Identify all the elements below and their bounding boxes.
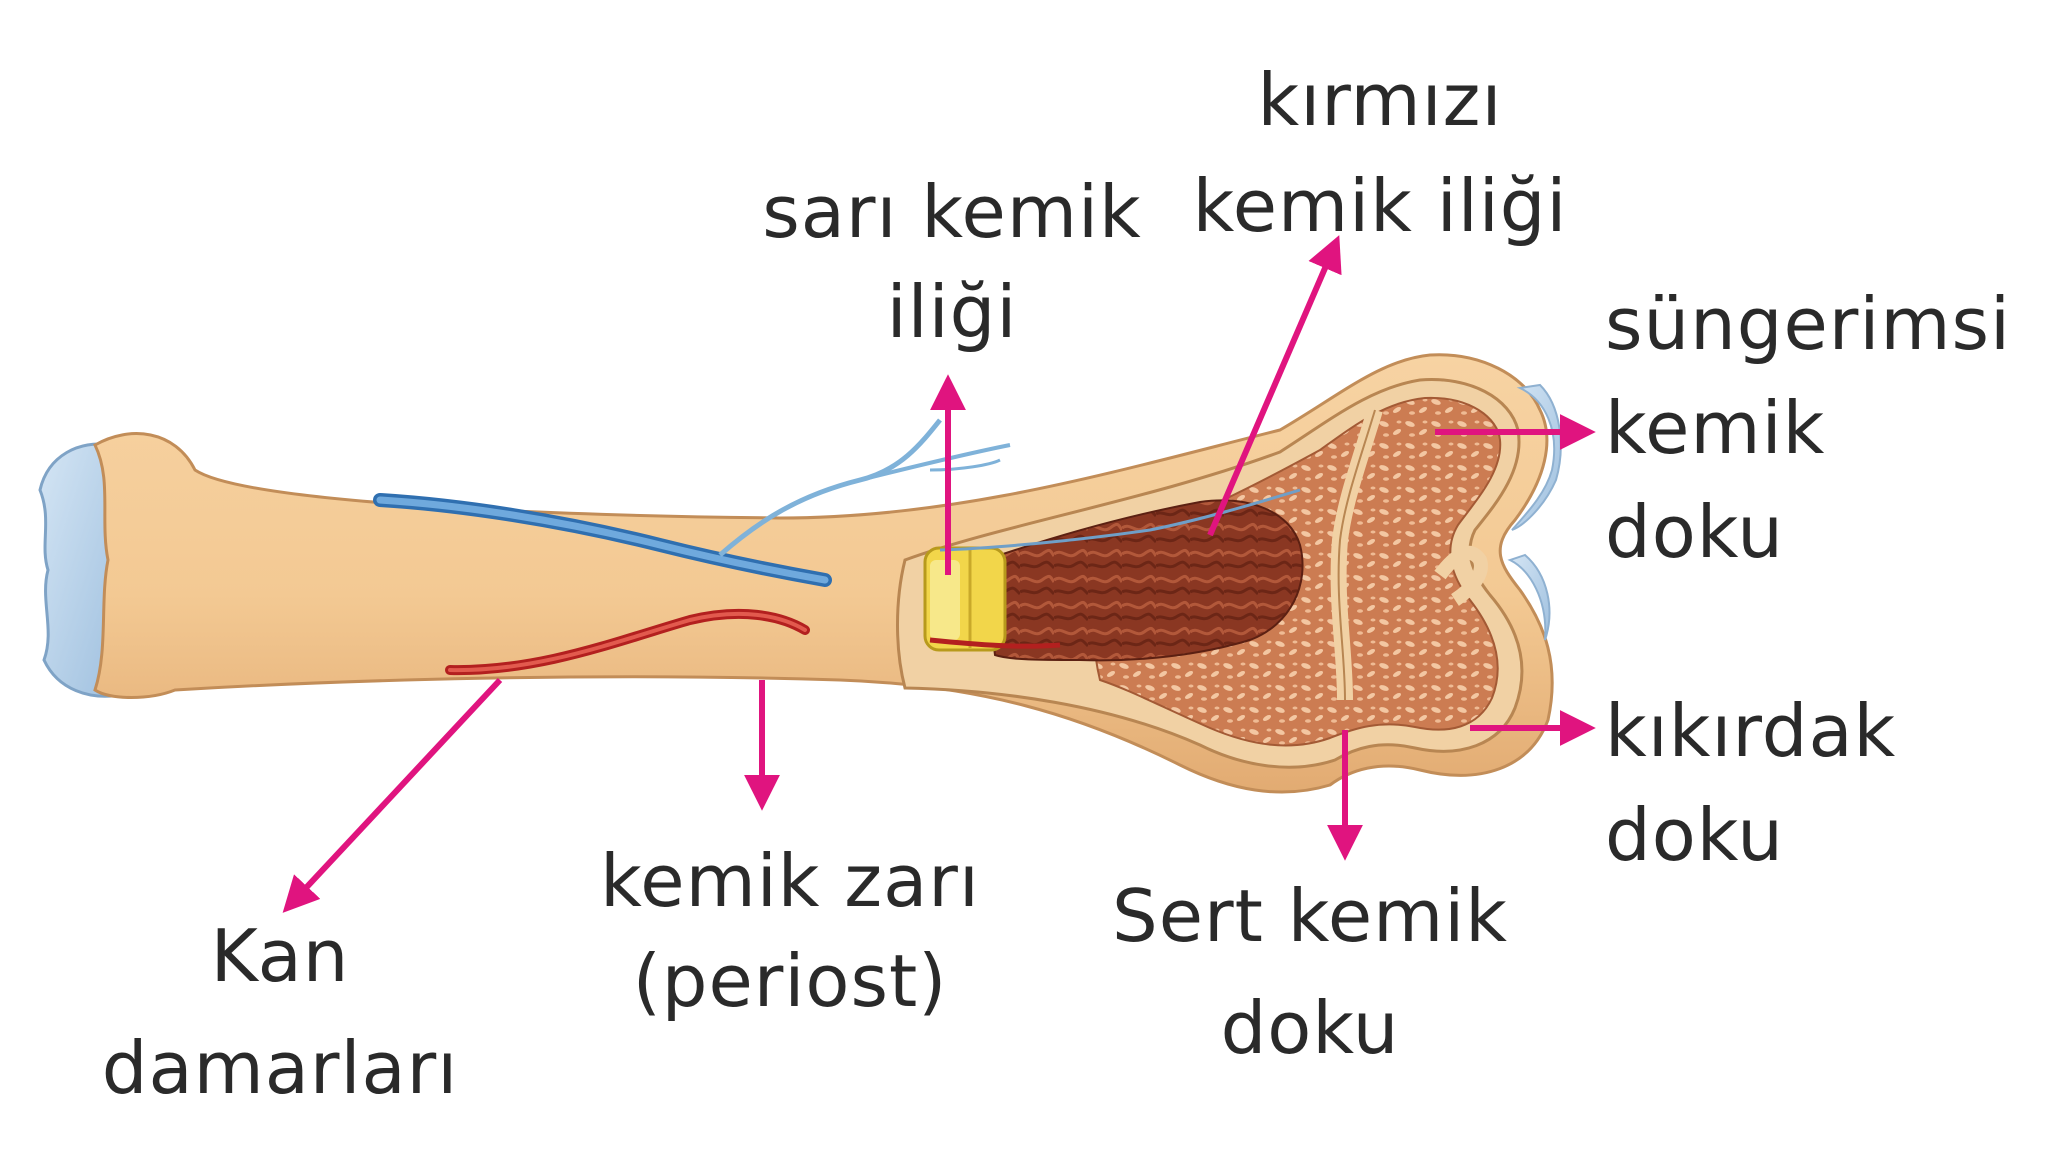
label-kirmizi-kemik-iligi: kırmızı kemik iliği [1192,58,1568,248]
label-arrows [282,235,1596,913]
arrow-kan-damarlari [282,677,503,913]
arrow-kirmizi-kemik-iligi [1207,235,1342,537]
label-sert-kemik-doku: Sert kemik doku [1112,874,1508,1070]
label-kemik-zari: kemik zarı (periost) [600,839,980,1023]
label-sari-kemik-iligi: sarı kemik iliği [762,170,1142,354]
label-kan-damarlari: Kan damarları [101,914,459,1110]
label-kikirdak-doku: kıkırdak doku [1605,689,1897,877]
label-sungerimsi-kemik-doku: süngerimsi kemik doku [1605,282,2012,574]
